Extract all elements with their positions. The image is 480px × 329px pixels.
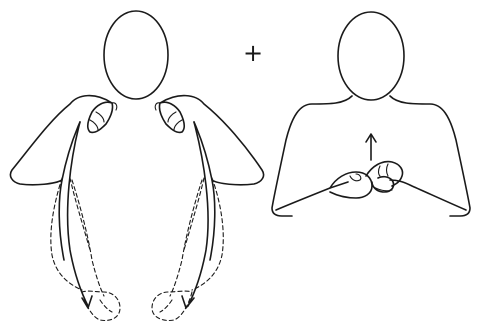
right-figure-right-forearm <box>390 180 466 210</box>
right-sign-figure <box>272 12 470 216</box>
left-figure-head <box>104 11 168 99</box>
plus-operator: + <box>238 38 268 68</box>
right-figure-left-forearm <box>276 182 348 210</box>
right-figure-hands <box>330 162 403 198</box>
left-sign-figure <box>10 11 263 321</box>
upward-motion-arrow <box>366 134 376 160</box>
left-figure-right-arm <box>155 96 263 308</box>
left-figure-left-arm <box>10 96 116 308</box>
right-figure-head <box>338 12 404 100</box>
